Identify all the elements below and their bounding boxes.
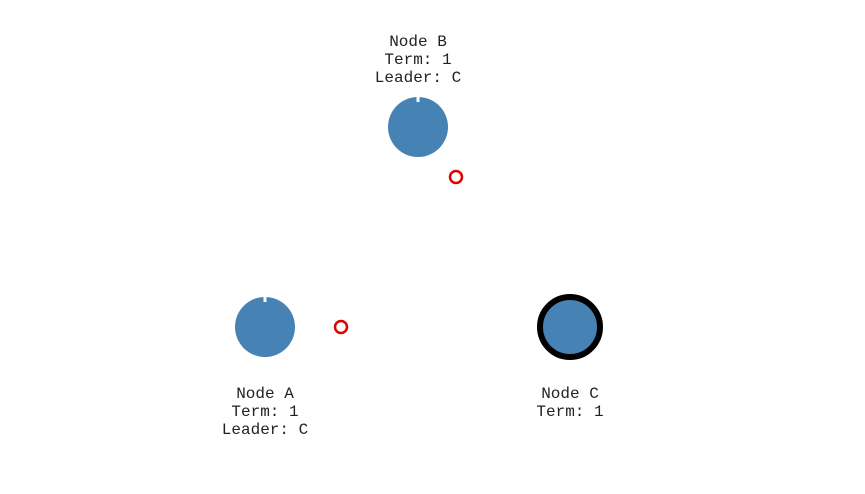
node-b-term: Term: 1 xyxy=(384,51,451,69)
node-b-timer-mark xyxy=(416,96,420,102)
message-c-to-b xyxy=(448,169,464,185)
node-c-term: Term: 1 xyxy=(536,403,603,421)
node-a[interactable]: Node A Term: 1 Leader: C xyxy=(222,296,308,439)
node-a-leader: Leader: C xyxy=(222,421,308,439)
node-c-name: Node C xyxy=(541,385,599,403)
node-c[interactable]: Node C Term: 1 xyxy=(536,294,604,421)
node-b-leader: Leader: C xyxy=(375,69,461,87)
node-a-circle[interactable] xyxy=(235,297,295,357)
node-a-term: Term: 1 xyxy=(231,403,298,421)
node-a-timer-mark xyxy=(263,296,267,302)
node-a-name: Node A xyxy=(236,385,294,403)
node-b-circle[interactable] xyxy=(388,97,448,157)
message-c-to-a xyxy=(333,319,349,335)
node-b-name: Node B xyxy=(389,33,447,51)
node-c-circle[interactable] xyxy=(537,294,603,360)
node-b[interactable]: Node B Term: 1 Leader: C xyxy=(375,33,461,157)
